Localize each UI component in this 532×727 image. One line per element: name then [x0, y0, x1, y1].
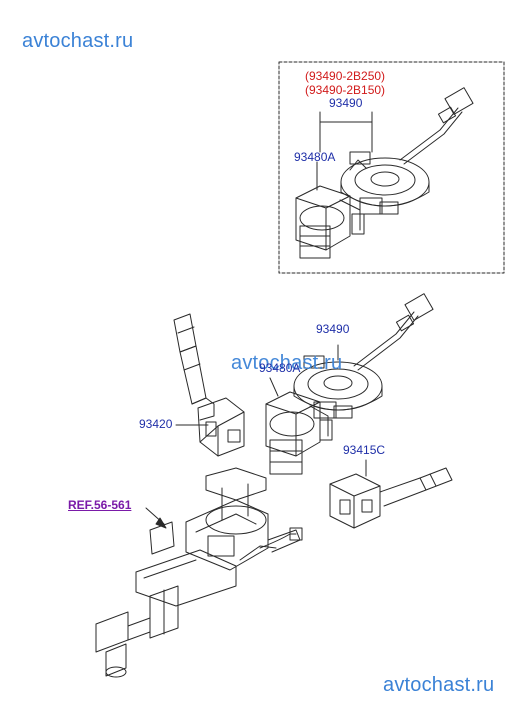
inset-frame: [278, 61, 505, 274]
watermark-top: avtochast.ru: [22, 30, 134, 52]
watermark-bottom: avtochast.ru: [383, 674, 495, 696]
left-switch-part-number: 93420: [139, 417, 173, 431]
reference-arrow: [155, 517, 167, 529]
inset-sensor-part: [295, 185, 365, 259]
main-leaders: [145, 424, 197, 525]
left-switch-part: [173, 313, 245, 457]
inset-main-part-number: 93490: [329, 96, 363, 110]
inset-alt-part-1: (93490-2B250): [305, 69, 386, 83]
inset-alt-part-2: (93490-2B150): [305, 83, 386, 97]
steering-column-part: [95, 467, 303, 678]
main-sensor-part: [265, 377, 333, 475]
inset-sub-part-number: 93480A: [294, 150, 336, 164]
inset-clockspring-part: [340, 87, 474, 215]
main-sub-part-number: 93480A: [259, 361, 301, 375]
right-switch-part: [329, 459, 453, 529]
main-clockspring-part-number: 93490: [316, 322, 350, 336]
reference-link[interactable]: REF.56-561: [68, 498, 132, 512]
inset-leaders: [316, 111, 373, 191]
main-clockspring-part: [293, 293, 434, 419]
right-switch-part-number: 93415C: [343, 443, 386, 457]
watermark-middle: avtochast.ru: [231, 352, 343, 374]
